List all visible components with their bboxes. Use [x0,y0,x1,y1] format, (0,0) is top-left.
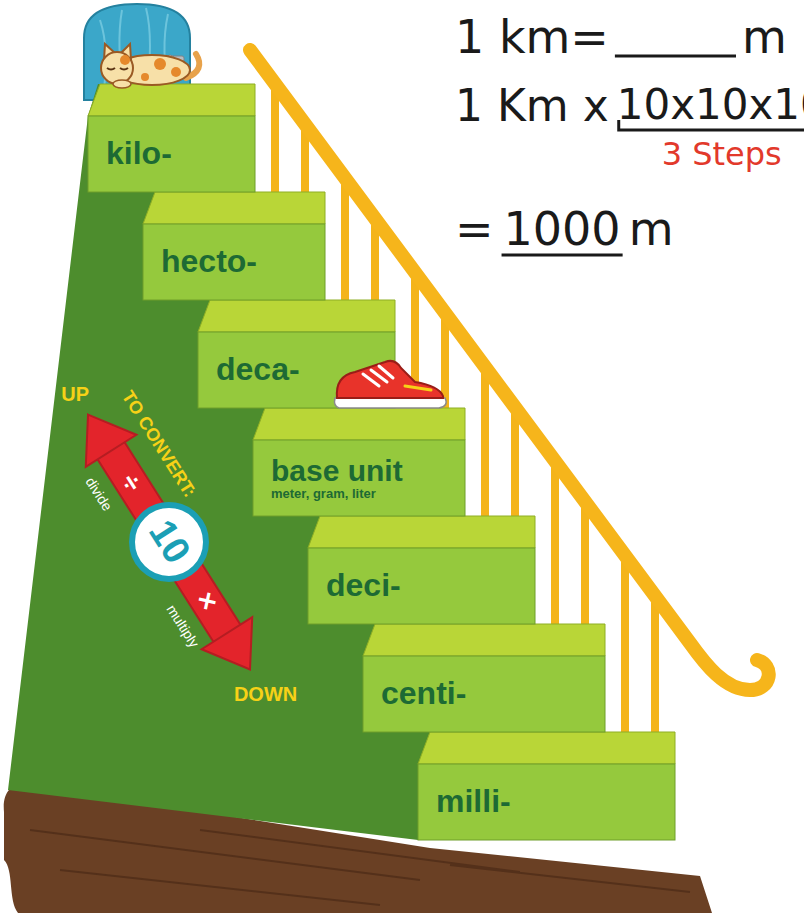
double-arrow [63,398,276,685]
multiplier-text: 10x10x10 [617,84,804,126]
unit-text: m [629,206,674,252]
step-riser: centi- [363,656,605,732]
stair-risers [88,116,675,840]
question-text: 1 km= [455,14,609,60]
unit-text: m [742,14,787,60]
answer-number: 1000 [504,206,621,252]
step-riser: kilo- [88,116,255,192]
unit-examples: meter, gram, liter [271,487,376,501]
prefix-label: centi- [381,677,466,711]
work-text: 1 Km x [455,84,609,128]
prefix-label: deca- [216,353,300,387]
direction-label: DOWN [234,684,297,704]
prefix-label: milli- [436,785,511,819]
step-riser: base unitmeter, gram, liter [253,440,465,516]
prefix-label: hecto- [161,245,257,279]
sleeping-cat [101,44,199,88]
answer-underline [502,254,623,257]
step-count-note: 3 Steps [662,138,782,170]
step-riser: hecto- [143,224,325,300]
prefix-label: kilo- [106,137,172,171]
number-circle: 10 [129,502,209,582]
staircase-side-wall [8,84,675,840]
step-riser: deci- [308,548,535,624]
step-riser: deca- [198,332,395,408]
answer-blank [615,55,736,58]
prefix-label: deci- [326,569,401,603]
step-riser: milli- [418,764,675,840]
stair-treads [88,84,675,764]
direction-label: UP [61,384,89,404]
equals-sign: = [455,206,494,252]
circle-number: 10 [141,513,197,570]
prefix-label: base unit [271,455,403,487]
red-sneaker [335,361,447,408]
